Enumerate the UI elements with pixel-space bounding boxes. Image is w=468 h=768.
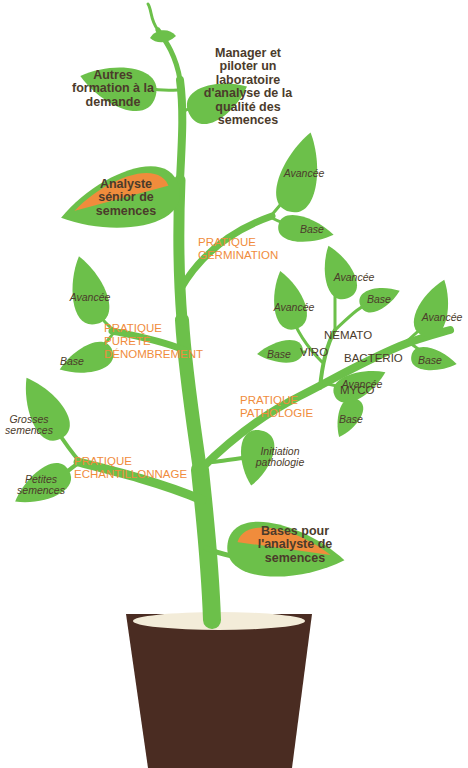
leaf-blade xyxy=(329,360,391,407)
branch-label: BACTERIO xyxy=(344,352,414,365)
main-stem xyxy=(182,320,200,470)
main-stem xyxy=(148,4,158,30)
leaf-node: Bases pour l'analyste de semences xyxy=(246,522,344,568)
leaf-blade xyxy=(256,339,304,365)
leaf-node: Autres formation à la demande xyxy=(70,66,156,112)
leaf-text: Base xyxy=(262,349,296,361)
small-leaf-node: Grosses semences xyxy=(0,412,60,438)
leaf-blade xyxy=(356,280,403,316)
category-label: PRATIQUE GERMINATION xyxy=(198,236,294,262)
branch xyxy=(200,330,450,470)
leaf-blade xyxy=(276,212,336,247)
leaf-shape xyxy=(0,358,94,458)
leaf-text: Avancée xyxy=(334,379,390,391)
leaf-text: Petites semences xyxy=(10,474,72,497)
leaf-blade xyxy=(265,267,311,333)
leaf-text: Base xyxy=(56,356,88,368)
main-stem xyxy=(180,80,182,180)
leaf-text: Manager et piloter un laboratoire d'anal… xyxy=(198,47,298,128)
leaf-text: Base xyxy=(362,294,396,306)
leaf-text: Avancée xyxy=(266,302,322,314)
category-label: PRATIQUE PATHOLOGIE xyxy=(240,394,324,420)
leaf-shape xyxy=(243,255,333,345)
leaf-text: Base xyxy=(292,224,332,236)
small-leaf-node: Initiation pathologie xyxy=(246,444,314,470)
leaf-text: Base xyxy=(334,414,368,426)
branch-label: VIRO xyxy=(300,346,340,359)
leaf-blade xyxy=(62,252,114,329)
leaf-highlight xyxy=(65,167,176,231)
pot-body xyxy=(126,614,312,768)
branch xyxy=(78,462,202,500)
small-leaf-node: Base xyxy=(262,347,296,363)
leaf-blade xyxy=(54,159,187,246)
small-leaf-node: Base xyxy=(334,412,368,428)
category-label: PRATIQUE PURETÉ DÉNOMBREMENT xyxy=(104,322,208,361)
small-leaf-node: Avancée xyxy=(276,166,332,182)
leaf-text: Base xyxy=(412,355,448,367)
leaf-text: Avancée xyxy=(326,272,382,284)
small-leaf-node: Base xyxy=(362,292,396,308)
leaf-text: Initiation pathologie xyxy=(246,446,314,469)
branch-label: NEMATO xyxy=(324,329,384,342)
leaf-blade xyxy=(7,457,76,515)
small-leaf-node: Avancée xyxy=(62,290,118,306)
leaf-node: Analyste sénior de semences xyxy=(82,174,170,222)
leaf-text: Avancée xyxy=(414,312,468,324)
leaf-blade xyxy=(409,274,459,341)
leaf-blade xyxy=(329,394,367,442)
small-leaf-node: Avancée xyxy=(326,270,382,286)
stems xyxy=(50,4,450,620)
leaf-text: Grosses semences xyxy=(0,414,60,437)
leaf-shape xyxy=(389,263,468,353)
small-leaf-node: Base xyxy=(412,353,448,369)
pot xyxy=(126,612,312,768)
small-leaf-node: Base xyxy=(292,222,332,238)
small-leaf-node: Avancée xyxy=(266,300,322,316)
small-leaf-node: Petites semences xyxy=(10,472,72,498)
leaf-blade xyxy=(409,345,458,375)
leaf-node: Manager et piloter un laboratoire d'anal… xyxy=(198,44,298,130)
leaf-text: Autres formation à la demande xyxy=(70,69,156,110)
small-leaf-node: Avancée xyxy=(414,310,468,326)
small-leaf-node: Avancée xyxy=(334,377,390,393)
leaf-text: Analyste sénior de semences xyxy=(82,178,170,219)
small-leaf-node: Base xyxy=(56,354,88,370)
leaf-text: Avancée xyxy=(276,168,332,180)
category-label: PRATIQUE ECHANTILLONNAGE xyxy=(74,455,202,481)
main-stem xyxy=(179,180,182,320)
top-leaf xyxy=(150,30,176,42)
leaf-blade xyxy=(224,517,348,587)
leaf-text: Avancée xyxy=(62,292,118,304)
leaf-text: Bases pour l'analyste de semences xyxy=(246,525,344,566)
main-stem xyxy=(200,470,212,620)
